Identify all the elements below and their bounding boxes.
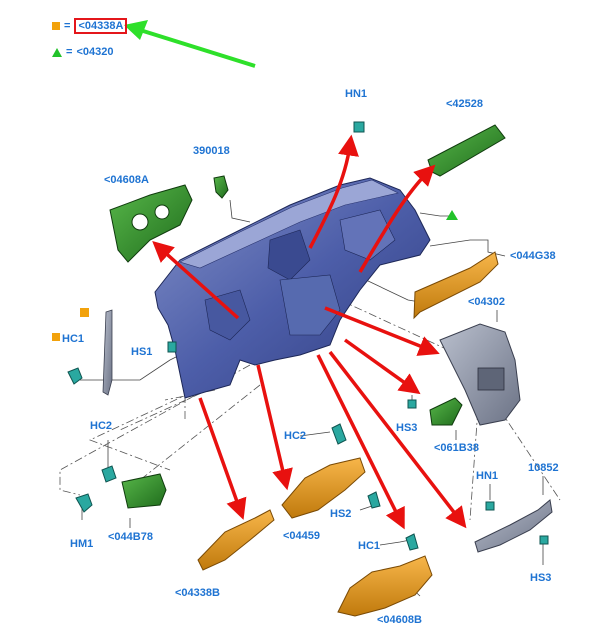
label-hs3-right: HS3: [530, 572, 552, 584]
legend-square-row: = <04338A: [52, 18, 128, 34]
arrow-to-10852: [328, 350, 467, 529]
dashboard-main-body: [154, 177, 431, 399]
part-061b38-switch: [429, 397, 463, 426]
part-044b78-panel: [121, 473, 167, 509]
label-hc1-left: HC1: [62, 333, 85, 345]
label-hc2-mid: HC2: [284, 430, 307, 442]
square-marker-hc1-left: [52, 333, 60, 341]
legend-triangle-row: = <04320: [52, 46, 113, 58]
label-hn1-top: HN1: [345, 88, 368, 100]
part-04608a-bezel: [109, 184, 193, 263]
label-04302: <04302: [468, 296, 506, 308]
legend-square-eq: =: [64, 20, 71, 32]
part-04302-center-panel: [439, 323, 521, 426]
part-04338b-lower-trim: [197, 509, 275, 571]
arrow-to-04608a: [152, 240, 240, 320]
part-10852-trim-panel: [474, 499, 553, 553]
clip-hs3-right: [539, 535, 549, 545]
label-10852: 10852: [528, 462, 559, 474]
part-044g38-trim: [413, 251, 499, 320]
green-triangle-icon: [52, 47, 62, 57]
arrow-to-hc1-mid: [316, 354, 405, 530]
explode-arrows: [152, 134, 467, 530]
legend-square-ref: <04338A: [74, 18, 128, 34]
label-390018: 390018: [193, 145, 230, 157]
label-044b78: <044B78: [108, 531, 153, 543]
clip-hm1: [75, 493, 93, 513]
label-42528: <42528: [446, 98, 484, 110]
clip-hn1-right: [485, 501, 495, 511]
legend-triangle-ref: <04320: [76, 46, 114, 58]
label-04608a: <04608A: [104, 174, 149, 186]
part-left-vertical-trim: [102, 309, 113, 396]
arrow-to-061b38: [343, 338, 421, 395]
clip-hc2-left: [101, 465, 117, 483]
arrow-to-hn1: [308, 134, 359, 249]
label-061b38: <061B38: [434, 442, 479, 454]
part-04459-console-side: [281, 457, 366, 519]
label-hn1-right: HN1: [476, 470, 499, 482]
label-hs1: HS1: [131, 346, 153, 358]
triangle-marker-body: [446, 210, 458, 220]
clip-hc2-mid: [331, 423, 347, 445]
part-390018-bracket: [213, 175, 229, 199]
label-04608b: <04608B: [377, 614, 422, 626]
clip-hs3-mid: [407, 399, 417, 409]
legend-triangle-eq: =: [66, 46, 73, 58]
clip-hc1-mid: [405, 533, 419, 551]
clip-hs2: [367, 491, 381, 509]
label-hs3-mid: HS3: [396, 422, 418, 434]
clip-hn1-top: [353, 121, 365, 133]
clip-hc1-left: [67, 367, 83, 385]
arrow-to-04302: [324, 306, 440, 356]
part-42528-duct: [427, 124, 506, 177]
orange-square-icon: [52, 22, 60, 30]
label-hc2-left: HC2: [90, 420, 113, 432]
label-04459: <04459: [283, 530, 321, 542]
label-hc1-mid: HC1: [358, 540, 381, 552]
label-044g38: <044G38: [510, 250, 556, 262]
arrow-to-42528: [358, 164, 436, 273]
label-hm1: HM1: [70, 538, 94, 550]
arrow-to-04338b: [198, 397, 247, 520]
clip-hs1: [167, 341, 177, 353]
arrow-to-04459: [256, 364, 293, 491]
square-marker-left-top: [80, 308, 89, 317]
highlight-arrow: [124, 20, 256, 68]
label-04338b: <04338B: [175, 587, 220, 599]
label-hs2: HS2: [330, 508, 352, 520]
part-04608b-lower-bezel: [337, 555, 433, 617]
